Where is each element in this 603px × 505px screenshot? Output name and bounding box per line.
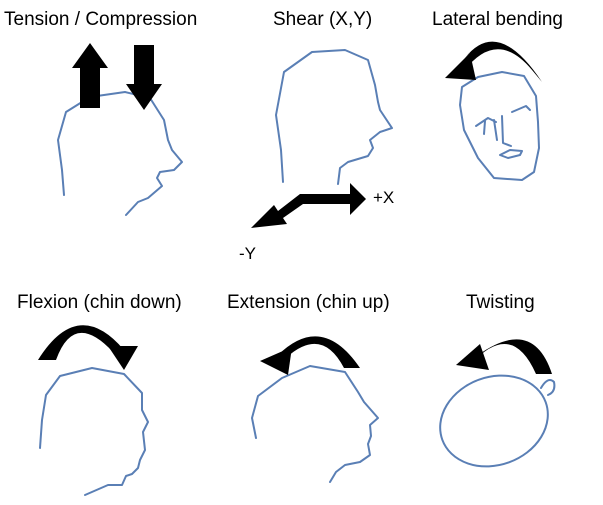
arrow-up-icon [72, 43, 108, 108]
arrow-down-icon [126, 45, 162, 110]
head-profile-flexion [40, 368, 148, 495]
curved-arrow-right-icon [38, 325, 138, 370]
head-front-lateral [460, 72, 539, 180]
shear-xy-arrow-icon [251, 183, 366, 228]
curved-arrow-left-icon [260, 336, 360, 375]
curved-arrow-left-icon [445, 42, 542, 82]
curved-arrow-left-icon [456, 339, 552, 374]
head-profile-shear [276, 50, 392, 184]
head-profile-tension [58, 92, 182, 215]
head-top-twisting [427, 361, 560, 481]
head-profile-extension [252, 366, 378, 482]
